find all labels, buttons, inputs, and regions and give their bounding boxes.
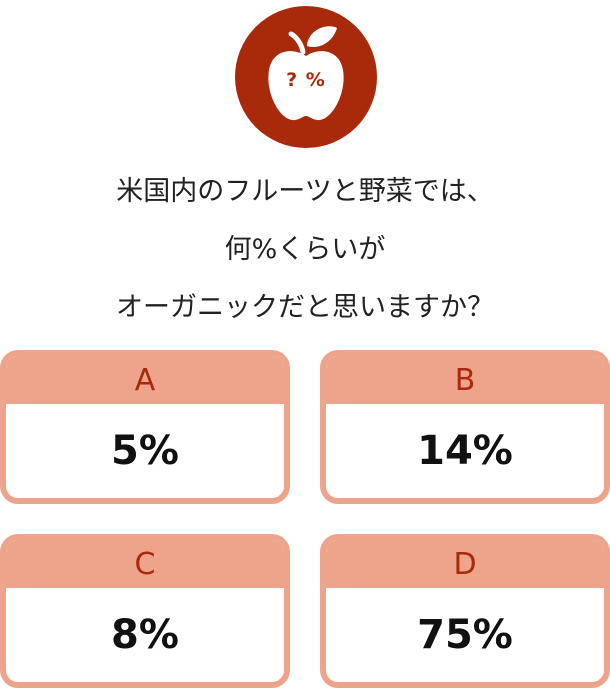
option-b-letter: B	[326, 356, 604, 404]
apple-label: ? %	[286, 69, 326, 91]
question-line-3: オーガニックだと思いますか？	[116, 292, 494, 323]
apple-icon	[268, 26, 344, 121]
option-b-button[interactable]: B 14%	[320, 350, 610, 504]
question-line-2: 何%くらいが	[224, 234, 386, 265]
apple-badge: ? %	[235, 6, 377, 148]
option-a-button[interactable]: A 5%	[0, 350, 290, 504]
option-a-letter: A	[6, 356, 284, 404]
option-d-button[interactable]: D 75%	[320, 534, 610, 688]
option-c-button[interactable]: C 8%	[0, 534, 290, 688]
question-line-1: 米国内のフルーツと野菜では、	[116, 176, 494, 207]
option-b-value: 14%	[417, 428, 513, 474]
option-d-letter: D	[326, 540, 604, 588]
option-c-letter: C	[6, 540, 284, 588]
option-d-value: 75%	[417, 612, 513, 658]
question-text: 米国内のフルーツと野菜では、 何%くらいが オーガニックだと思いますか？	[0, 163, 610, 337]
option-a-value: 5%	[111, 428, 179, 474]
option-c-value: 8%	[111, 612, 179, 658]
